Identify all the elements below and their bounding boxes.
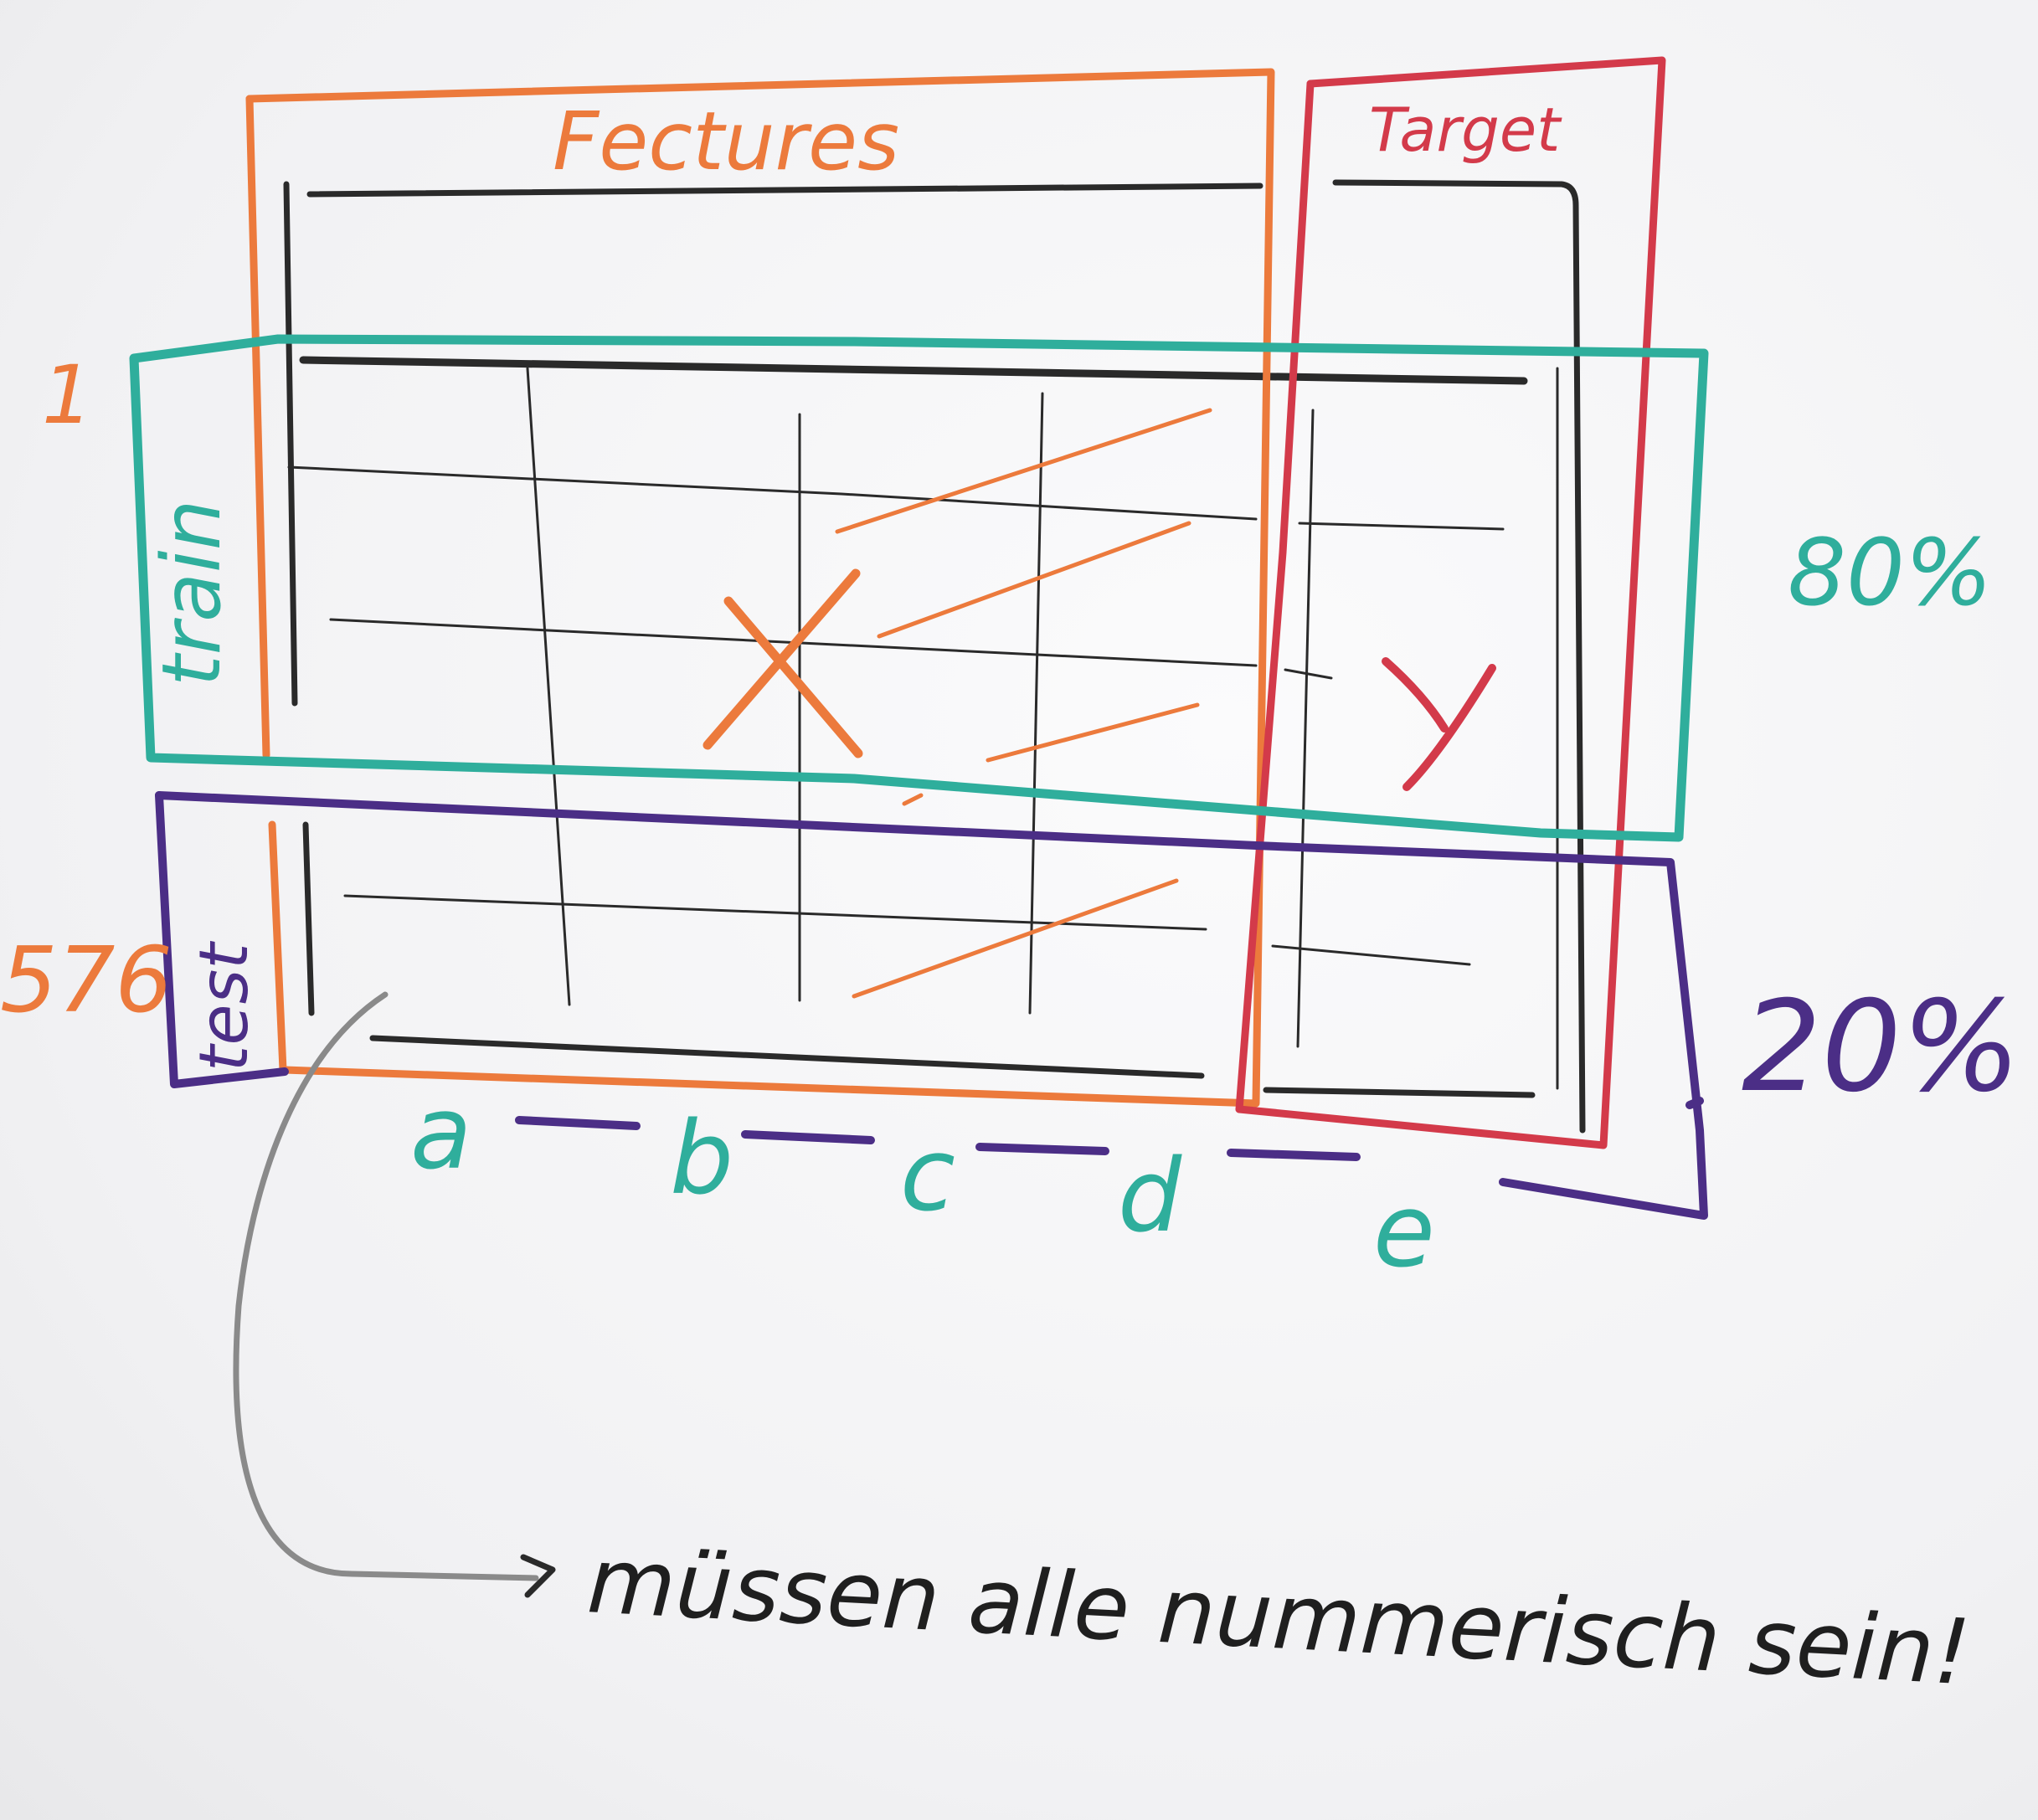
test-frame xyxy=(155,791,1708,1220)
arrow-to-note xyxy=(233,991,556,1598)
column-c: c xyxy=(900,1118,955,1234)
column-e: e xyxy=(1373,1174,1435,1290)
y-mark xyxy=(1382,657,1496,791)
target-frame xyxy=(1235,56,1666,1149)
train-label: train xyxy=(145,500,239,686)
x-mark xyxy=(702,568,863,758)
data-table xyxy=(283,179,1586,1134)
table-grid xyxy=(287,367,1559,1090)
train-percent: 80% xyxy=(1788,519,1993,626)
column-d: d xyxy=(1118,1139,1182,1255)
train-frame xyxy=(129,334,1709,842)
y-glyph: y xyxy=(1385,782,1387,784)
features-frame xyxy=(245,68,1275,1108)
row-start-label: 1 xyxy=(42,348,93,442)
row-end-label: 576 xyxy=(0,928,172,1033)
handwritten-labels: Fectures Target train test X y 1 576 80%… xyxy=(0,95,2020,1705)
x-glyph: X xyxy=(728,757,729,758)
column-separators xyxy=(515,1116,1361,1161)
strike-marks xyxy=(835,408,1212,999)
column-b: b xyxy=(670,1101,733,1217)
features-label: Fectures xyxy=(553,95,899,188)
test-percent: 20% xyxy=(1742,974,2020,1120)
note-text: müssen alle nummerisch sein! xyxy=(585,1529,1974,1705)
test-label: test xyxy=(185,941,263,1072)
target-label: Target xyxy=(1369,95,1562,165)
column-a: a xyxy=(410,1076,472,1192)
